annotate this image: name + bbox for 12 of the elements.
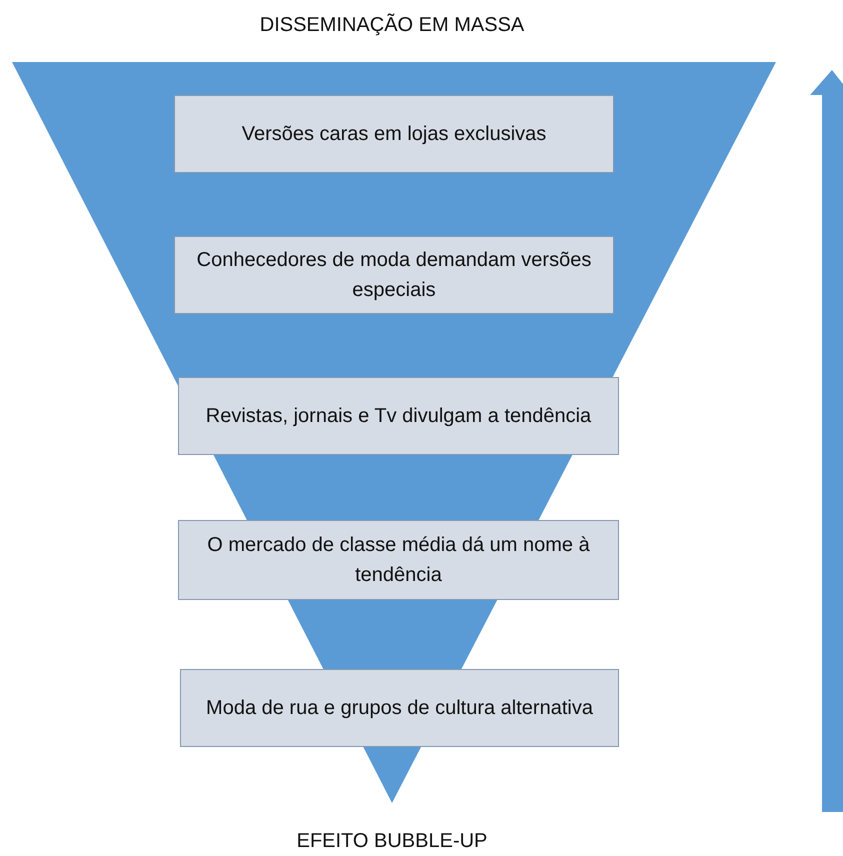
step-text: Conhecedores de moda demandam versões especiais (196, 248, 592, 303)
step-text: Moda de rua e grupos de cultura alternativa (206, 696, 593, 721)
step-box (178, 377, 619, 455)
step-box (180, 669, 619, 747)
step-text: O mercado de classe média dá um nome à tendência (206, 533, 591, 588)
step-box (178, 520, 619, 600)
step-text: Versões caras em lojas exclusivas (242, 122, 546, 147)
step-box (174, 236, 614, 314)
step-box (174, 95, 614, 173)
top-label: DISSEMINAÇÃO EM MASSA (260, 14, 524, 37)
step-text: Revistas, jornais e Tv divulgam a tendência (206, 404, 592, 429)
bottom-label: EFEITO BUBBLE-UP (296, 830, 488, 853)
